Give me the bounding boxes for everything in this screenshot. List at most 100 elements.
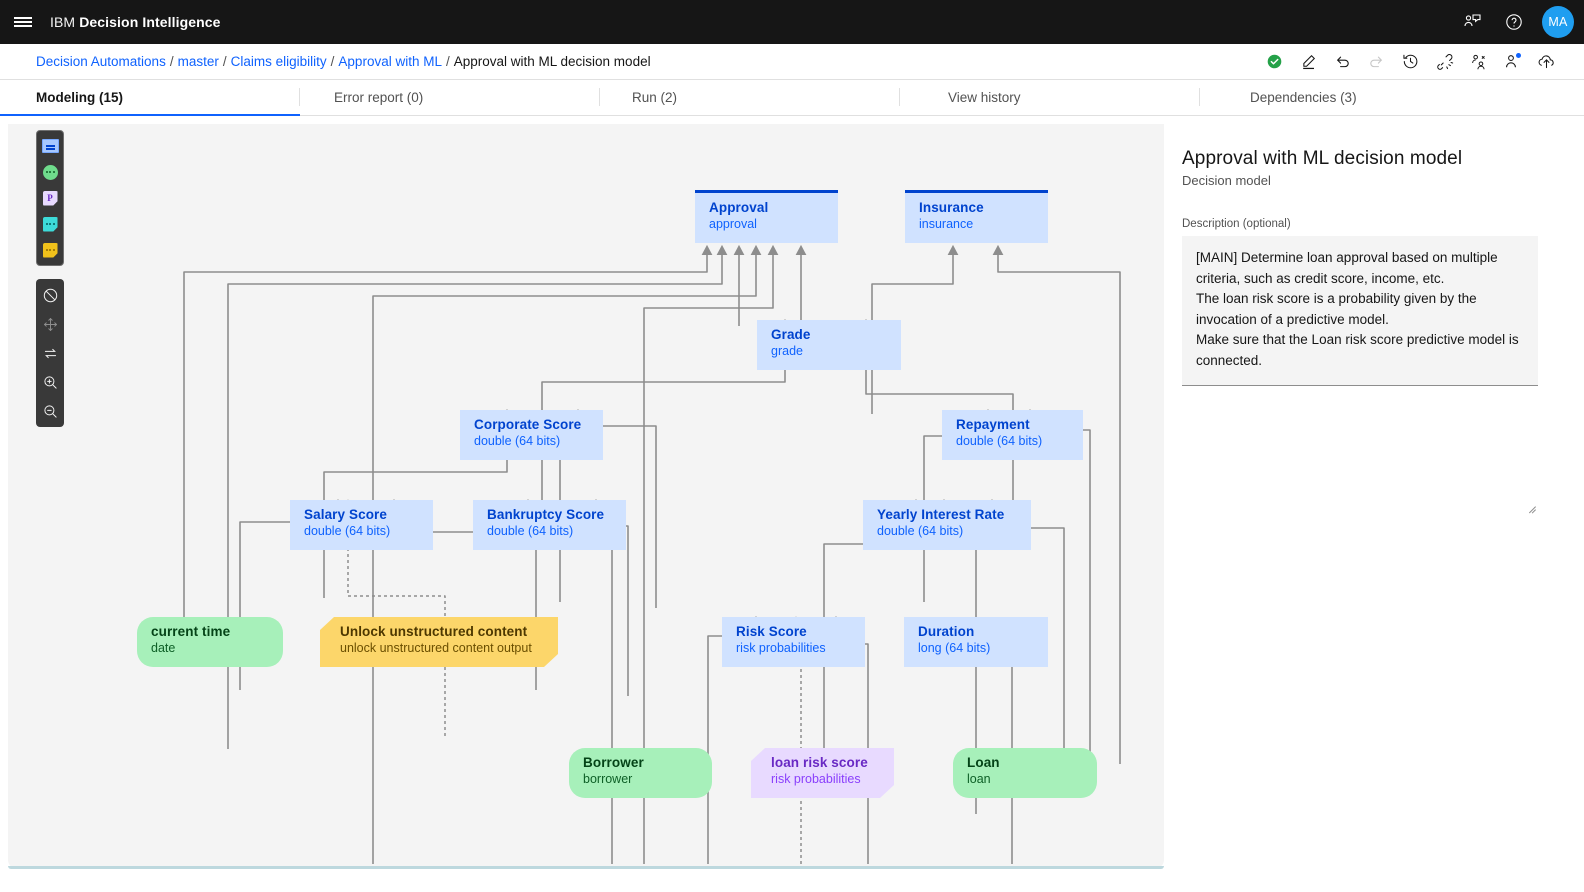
node-subtitle: approval: [709, 217, 838, 232]
history-icon[interactable]: [1394, 46, 1426, 78]
node-title: Grade: [771, 327, 901, 343]
details-panel: Approval with ML decision model Decision…: [1164, 130, 1556, 868]
breadcrumb-item-3[interactable]: Approval with ML: [338, 54, 442, 69]
node-subtitle: double (64 bits): [956, 434, 1083, 449]
node-duration[interactable]: Duration long (64 bits): [904, 617, 1048, 667]
predictive-model-shape-icon[interactable]: P: [40, 188, 60, 208]
tab-bar: Modeling (15) Error report (0) Run (2) V…: [0, 80, 1584, 116]
description-textarea[interactable]: [MAIN] Determine loan approval based on …: [1182, 236, 1538, 386]
resize-handle-icon[interactable]: [1526, 498, 1536, 508]
node-borrower[interactable]: Borrower borrower: [569, 748, 712, 798]
node-title: current time: [151, 624, 283, 640]
node-subtitle: loan: [967, 772, 1097, 787]
avatar[interactable]: MA: [1542, 6, 1574, 38]
collaborate-icon[interactable]: [1452, 0, 1492, 44]
brand-name: Decision Intelligence: [79, 14, 220, 30]
node-title: Salary Score: [304, 507, 433, 523]
node-title: Unlock unstructured content: [340, 624, 558, 640]
node-subtitle: unlock unstructured content output: [340, 641, 558, 656]
node-title: Yearly Interest Rate: [877, 507, 1031, 523]
breadcrumb-item-0[interactable]: Decision Automations: [36, 54, 166, 69]
node-title: Corporate Score: [474, 417, 603, 433]
tab-error-report[interactable]: Error report (0): [300, 80, 600, 116]
tab-view-history[interactable]: View history: [900, 80, 1200, 116]
canvas-tools: [36, 279, 64, 427]
node-yearly-interest-rate[interactable]: Yearly Interest Rate double (64 bits): [863, 500, 1031, 550]
app-brand: IBM Decision Intelligence: [50, 14, 221, 30]
notification-badge: [1516, 53, 1521, 58]
node-loan[interactable]: Loan loan: [953, 748, 1097, 798]
validate-status-icon[interactable]: [1258, 46, 1290, 78]
node-salary-score[interactable]: Salary Score double (64 bits): [290, 500, 433, 550]
function-shape-icon[interactable]: [40, 214, 60, 234]
node-bankruptcy-score[interactable]: Bankruptcy Score double (64 bits): [473, 500, 626, 550]
select-none-icon[interactable]: [40, 285, 60, 305]
description-label: Description (optional): [1164, 188, 1556, 236]
tab-modeling[interactable]: Modeling (15): [0, 80, 300, 116]
breadcrumb: Decision Automations / master / Claims eligi…: [0, 54, 651, 69]
node-title: Repayment: [956, 417, 1083, 433]
node-title: Bankruptcy Score: [487, 507, 626, 523]
node-title: loan risk score: [771, 755, 894, 771]
node-subtitle: double (64 bits): [474, 434, 603, 449]
pan-move-icon[interactable]: [40, 314, 60, 334]
unstructured-shape-icon[interactable]: [40, 240, 60, 260]
node-insurance[interactable]: Insurance insurance: [905, 190, 1048, 243]
node-title: Loan: [967, 755, 1097, 771]
undo-icon[interactable]: [1326, 46, 1358, 78]
node-subtitle: double (64 bits): [877, 524, 1031, 539]
breadcrumb-bar: Decision Automations / master / Claims eligi…: [0, 44, 1584, 80]
disconnect-icon[interactable]: [1428, 46, 1460, 78]
node-subtitle: risk probabilities: [771, 772, 894, 787]
tab-dependencies[interactable]: Dependencies (3): [1200, 80, 1500, 116]
node-subtitle: date: [151, 641, 283, 656]
node-subtitle: double (64 bits): [304, 524, 433, 539]
app-header: IBM Decision Intelligence MA: [0, 0, 1584, 44]
deploy-upload-icon[interactable]: [1530, 46, 1562, 78]
zoom-out-icon[interactable]: [40, 401, 60, 421]
decision-shape-icon[interactable]: [40, 136, 60, 156]
edit-icon[interactable]: [1292, 46, 1324, 78]
zoom-in-icon[interactable]: [40, 372, 60, 392]
node-subtitle: insurance: [919, 217, 1048, 232]
node-grade[interactable]: Grade grade: [757, 320, 901, 370]
node-title: Risk Score: [736, 624, 865, 640]
shape-palette: P: [36, 130, 64, 266]
header-actions: MA: [1452, 0, 1584, 44]
node-title: Approval: [709, 200, 838, 216]
breadcrumb-separator: /: [223, 54, 227, 69]
breadcrumb-separator: /: [331, 54, 335, 69]
node-loan-risk-score[interactable]: loan risk score risk probabilities: [751, 748, 894, 798]
node-repayment[interactable]: Repayment double (64 bits): [942, 410, 1083, 460]
node-subtitle: risk probabilities: [736, 641, 865, 656]
add-user-icon[interactable]: [1496, 46, 1528, 78]
editor-toolbar: [1258, 46, 1584, 78]
node-unlock-unstructured-content[interactable]: Unlock unstructured content unlock unstr…: [320, 617, 558, 667]
page-title: Approval with ML decision model: [1164, 130, 1556, 170]
input-data-shape-icon[interactable]: [40, 162, 60, 182]
auto-layout-icon[interactable]: [40, 343, 60, 363]
node-subtitle: borrower: [583, 772, 712, 787]
node-subtitle: long (64 bits): [918, 641, 1048, 656]
node-title: Insurance: [919, 200, 1048, 216]
user-roles-icon[interactable]: [1462, 46, 1494, 78]
node-corporate-score[interactable]: Corporate Score double (64 bits): [460, 410, 603, 460]
node-title: Borrower: [583, 755, 712, 771]
breadcrumb-item-1[interactable]: master: [178, 54, 219, 69]
node-risk-score[interactable]: Risk Score risk probabilities: [722, 617, 865, 667]
node-subtitle: grade: [771, 344, 901, 359]
node-subtitle: double (64 bits): [487, 524, 626, 539]
breadcrumb-item-2[interactable]: Claims eligibility: [231, 54, 327, 69]
help-icon[interactable]: [1494, 0, 1534, 44]
tab-run[interactable]: Run (2): [600, 80, 900, 116]
node-current-time[interactable]: current time date: [137, 617, 283, 667]
node-title: Duration: [918, 624, 1048, 640]
brand-prefix: IBM: [50, 14, 75, 30]
decision-model-canvas[interactable]: P Approval approval Insura: [8, 124, 1164, 868]
node-approval[interactable]: Approval approval: [695, 190, 838, 243]
panel-subtitle: Decision model: [1164, 170, 1556, 188]
breadcrumb-item-current: Approval with ML decision model: [454, 54, 651, 69]
breadcrumb-separator: /: [170, 54, 174, 69]
hamburger-icon[interactable]: [0, 0, 46, 44]
redo-icon[interactable]: [1360, 46, 1392, 78]
